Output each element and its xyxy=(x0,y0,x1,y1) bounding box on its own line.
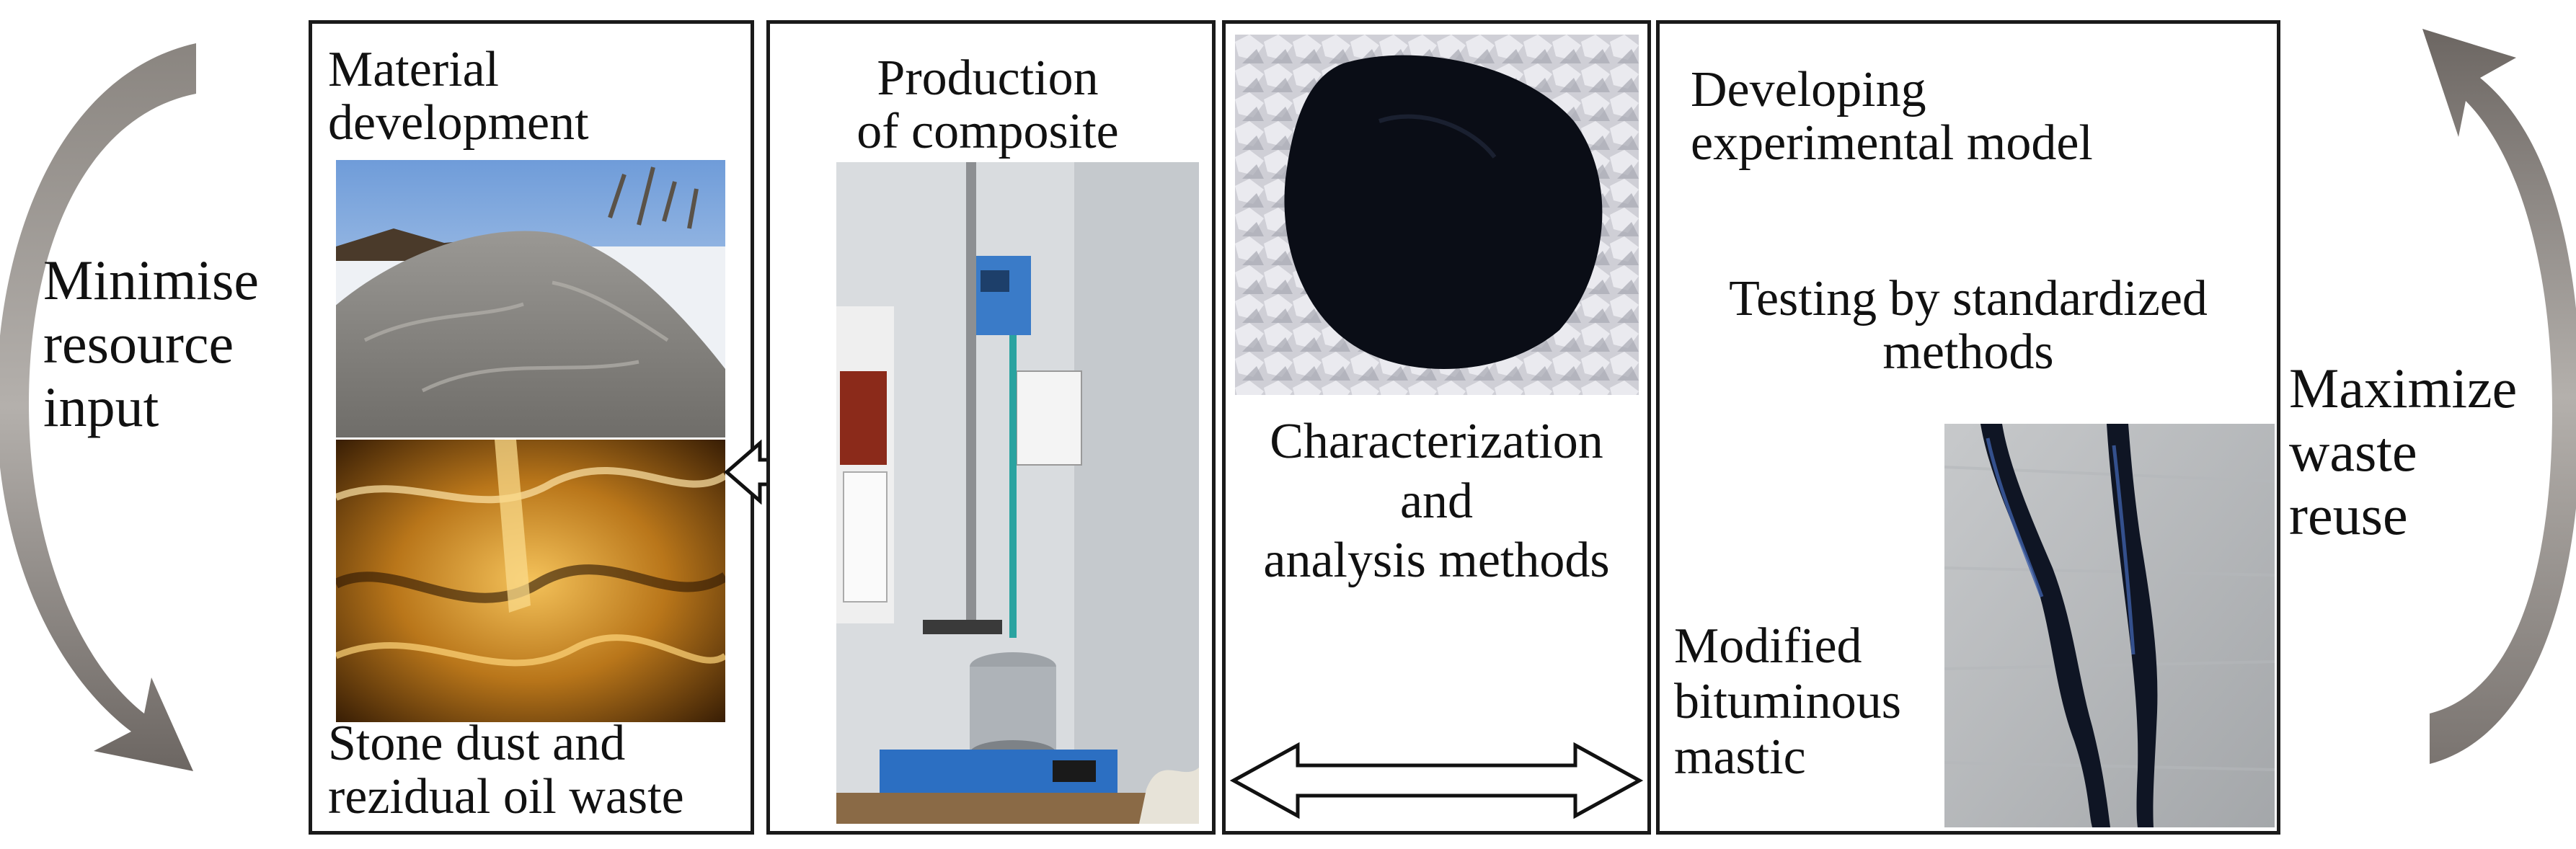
panel2-title-line: Production xyxy=(877,50,1099,106)
panel1-caption-line: Stone dust and xyxy=(328,716,626,771)
panel2-title: Production of composite xyxy=(793,52,1182,158)
panel3-caption-line: Characterization xyxy=(1270,414,1603,469)
mastic-cracks-photo xyxy=(1944,424,2275,827)
panel1-title-line: Material xyxy=(328,42,500,97)
mixer-apparatus-photo xyxy=(836,162,1199,824)
panel4-subtitle-line: Testing by standardized xyxy=(1729,271,2208,326)
right-curved-arrow xyxy=(2408,22,2576,786)
panel1-caption: Stone dust and rezidual oil waste xyxy=(328,717,684,823)
panel4-caption-line: bituminous xyxy=(1674,674,1902,729)
panel3-caption-line: and xyxy=(1399,473,1474,529)
panel1-title-line: development xyxy=(328,94,589,151)
panel1-title: Material development xyxy=(328,43,589,149)
oil-waste-photo xyxy=(336,440,725,722)
panel3-caption: Characterization and analysis methods xyxy=(1226,412,1647,591)
panel4-subtitle-line: methods xyxy=(1882,324,2054,380)
right-label-line: reuse xyxy=(2289,484,2408,547)
panel4-caption: Modified bituminous mastic xyxy=(1674,618,1901,785)
right-arrow-label: Maximize waste reuse xyxy=(2289,357,2517,547)
panel1-caption-line: rezidual oil waste xyxy=(328,768,684,824)
left-curved-arrow xyxy=(0,29,209,793)
stone-dust-photo xyxy=(336,160,725,437)
left-arrow-label: Minimise resource input xyxy=(43,249,259,439)
panel4-title-line: Developing xyxy=(1691,62,1926,117)
panel4-title-line: experimental model xyxy=(1691,115,2093,171)
panel4-caption-line: Modified xyxy=(1674,618,1862,674)
panel2-title-line: of composite xyxy=(857,103,1119,159)
panel4-title: Developing experimental model xyxy=(1691,63,2093,169)
panel4-caption-line: mastic xyxy=(1674,729,1806,785)
right-label-line: Maximize xyxy=(2289,357,2518,419)
composite-sample-photo xyxy=(1235,35,1639,395)
right-label-line: waste xyxy=(2289,420,2417,484)
panel4-subtitle: Testing by standardized methods xyxy=(1673,272,2264,378)
double-arrow-2 xyxy=(1229,741,1644,820)
panel3-caption-line: analysis methods xyxy=(1263,533,1610,589)
left-label-line: resource xyxy=(43,312,234,375)
left-label-line: Minimise xyxy=(43,249,260,311)
left-label-line: input xyxy=(43,375,159,439)
